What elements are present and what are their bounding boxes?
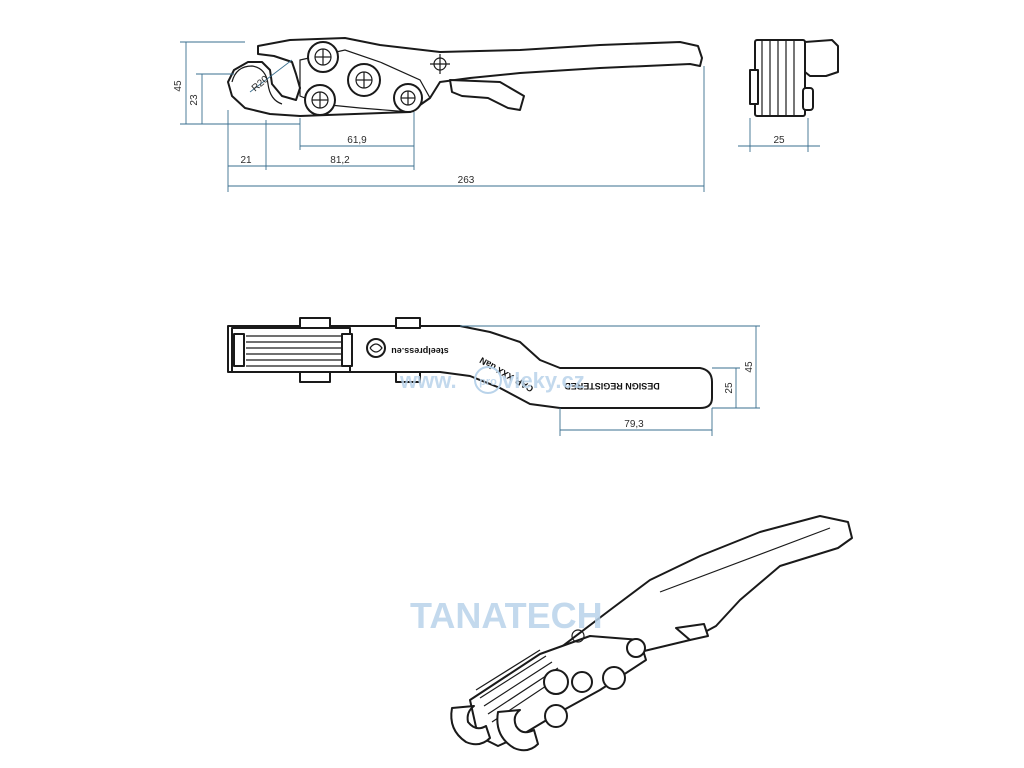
pin-right [393, 83, 423, 113]
dim-height-jaw: 23 [189, 94, 200, 106]
logo-mark [366, 338, 386, 358]
lever-body [227, 37, 703, 117]
svg-text:www.: www. [399, 368, 457, 393]
plan-view [227, 317, 713, 409]
dimensions-side-profile [180, 41, 705, 192]
iso-hooks [450, 705, 539, 752]
svg-text:pro: pro [479, 376, 497, 388]
isometric-view [450, 515, 853, 752]
dim-pin-distance: 81,2 [330, 155, 350, 166]
iso-trigger [675, 623, 709, 641]
pin-middle [347, 63, 381, 97]
dim-handle-height: 45 [744, 361, 755, 373]
trigger [449, 79, 525, 111]
pin-bottom-left [304, 84, 336, 116]
watermark-url: www. pro vleky.cz [399, 366, 585, 394]
dim-handle-length: 79,3 [624, 419, 644, 430]
roller-stack [231, 327, 353, 373]
hook-notch [231, 65, 283, 105]
pin-top-left [307, 41, 339, 73]
dim-handle-width: 25 [724, 382, 735, 394]
dim-offset: 21 [240, 155, 252, 166]
dim-pin-spacing: 61,9 [347, 135, 367, 146]
hole-center-mark [430, 54, 450, 74]
side-profile-view [227, 37, 703, 117]
end-view [749, 39, 839, 117]
iso-pins [543, 638, 646, 728]
dim-overall-length: 263 [458, 175, 475, 186]
engraving-website: steelpress.eu [391, 346, 449, 356]
watermark-brand: TANATECH [410, 595, 603, 636]
radius-leader [249, 59, 293, 93]
dim-height-total: 45 [173, 80, 184, 92]
svg-text:vleky.cz: vleky.cz [502, 368, 585, 393]
engraving-design: DESIGN REGISTERED [564, 381, 660, 391]
dimensions-plan-view [460, 325, 760, 436]
dim-side-width: 25 [773, 135, 785, 146]
dimensions-end-view [738, 118, 820, 152]
